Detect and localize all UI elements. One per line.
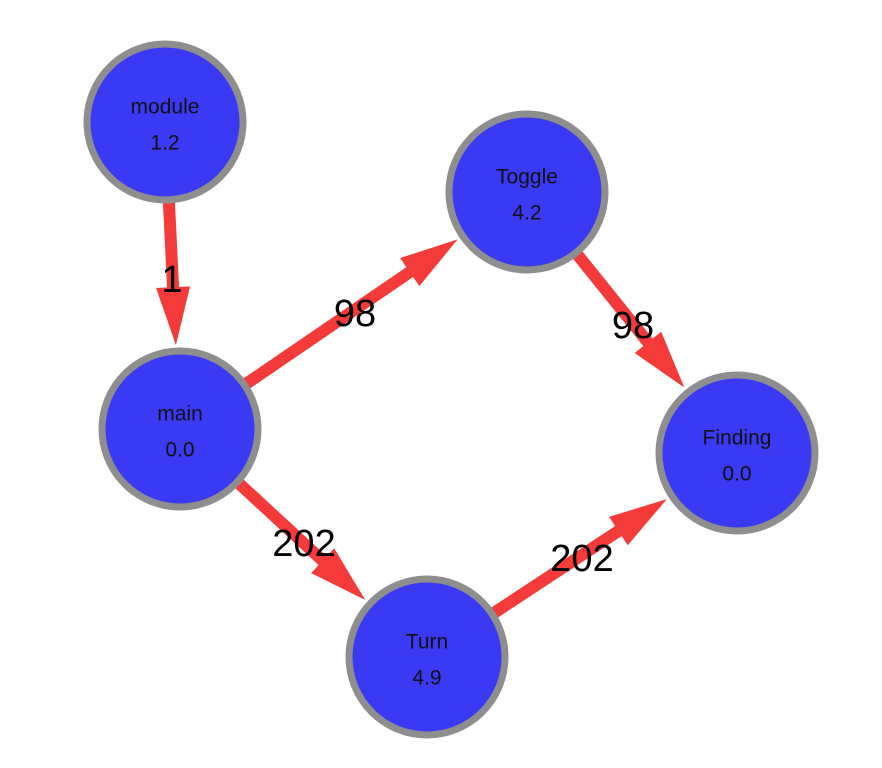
node-circle[interactable]	[345, 575, 509, 739]
edge-main-to-toggle	[239, 239, 458, 392]
arrowhead	[311, 548, 366, 601]
node-name: Turn	[406, 631, 448, 654]
arrowhead	[400, 239, 458, 287]
arrowhead	[156, 286, 191, 346]
node-module[interactable]: module 1.2	[83, 40, 247, 204]
edge-label: 98	[612, 305, 654, 347]
edge-toggle-to-finding	[569, 247, 685, 388]
node-circle[interactable]	[445, 110, 609, 274]
arrowhead	[634, 331, 685, 388]
edges-layer	[156, 197, 685, 621]
node-finding[interactable]: Finding 0.0	[655, 371, 819, 535]
edge-turn-to-finding	[487, 499, 667, 621]
edge-line	[162, 197, 180, 292]
node-value: 0.0	[722, 463, 751, 486]
edge-label: 98	[334, 293, 376, 335]
edge-label: 202	[550, 538, 613, 580]
edge-line	[487, 523, 626, 621]
edge-line	[231, 476, 330, 568]
edge-label: 1	[161, 259, 182, 301]
node-main[interactable]: main 0.0	[98, 347, 262, 511]
node-toggle[interactable]: Toggle 4.2	[445, 110, 609, 274]
edge-line	[239, 264, 417, 392]
node-value: 1.2	[150, 132, 179, 155]
node-name: module	[131, 96, 200, 119]
node-circle[interactable]	[98, 347, 262, 511]
edge-module-to-main	[156, 197, 191, 346]
edge-main-to-turn	[231, 476, 366, 601]
node-name: Finding	[703, 427, 772, 450]
arrowhead	[609, 499, 667, 546]
edge-label: 202	[272, 523, 335, 565]
node-value: 0.0	[165, 439, 194, 462]
node-name: main	[157, 403, 203, 426]
edge-labels-layer: 1 98 98 202 202	[161, 259, 654, 580]
node-circle[interactable]	[655, 371, 819, 535]
node-value: 4.9	[412, 667, 441, 690]
node-value: 4.2	[512, 202, 541, 225]
node-turn[interactable]: Turn 4.9	[345, 575, 509, 739]
node-name: Toggle	[496, 166, 558, 189]
edge-line	[569, 247, 656, 350]
node-circle[interactable]	[83, 40, 247, 204]
